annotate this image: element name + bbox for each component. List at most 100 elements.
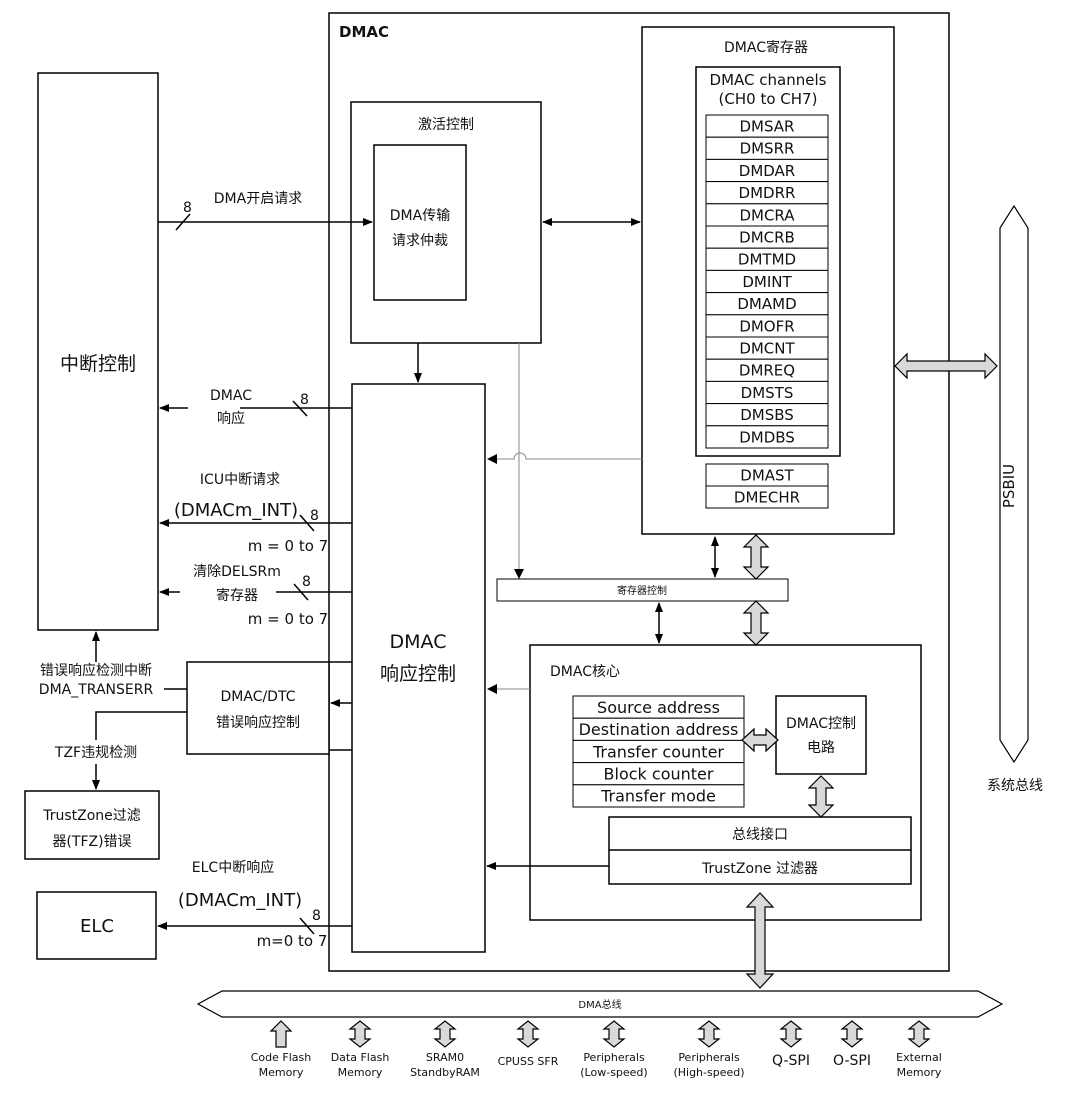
svg-text:Transfer mode: Transfer mode: [600, 787, 716, 806]
register-dmsbs: DMSBS: [705, 403, 829, 427]
bus-width-label: 8: [302, 574, 311, 590]
regctrl-core-fat-arrow: [742, 600, 770, 646]
svg-text:DMAST: DMAST: [740, 466, 794, 484]
elc-label: ELC: [80, 916, 114, 937]
svg-text:Memory: Memory: [897, 1066, 942, 1079]
svg-text:DMOFR: DMOFR: [739, 317, 794, 335]
svg-text:DMSTS: DMSTS: [741, 384, 794, 402]
psbiu-bus: [999, 204, 1029, 764]
svg-text:Transfer counter: Transfer counter: [592, 742, 724, 761]
bus-width-label: 8: [310, 508, 319, 524]
svg-text:StandbyRAM: StandbyRAM: [410, 1066, 480, 1079]
dma-bus-label: DMA总线: [578, 998, 621, 1011]
register-dmdar: DMDAR: [705, 158, 829, 183]
svg-text:Block counter: Block counter: [604, 764, 714, 783]
core-item-transfer-mode: Transfer mode: [572, 784, 745, 808]
dma-bus: [196, 990, 1004, 1018]
bus-width-label: 8: [183, 200, 192, 216]
interrupt-controller-box: [37, 72, 159, 631]
psbiu-label: PSBIU: [1000, 464, 1018, 508]
svg-text:DMINT: DMINT: [742, 273, 792, 291]
register-dmcrb: DMCRB: [705, 225, 829, 249]
error-interrupt-label-1: 错误响应检测中断: [40, 662, 152, 679]
register-control-box: [496, 578, 789, 602]
channels-title-1: DMAC channels: [710, 71, 827, 89]
svg-text:Source address: Source address: [597, 698, 720, 717]
bus-slash: [299, 917, 315, 935]
bus-target-4: CPUSS SFR: [498, 1020, 559, 1068]
register-dmofr: DMOFR: [705, 314, 829, 338]
tfz-error-label-2: 器(TFZ)错误: [52, 834, 131, 850]
register-dmsar: DMSAR: [705, 114, 829, 138]
error-interrupt-label-2: DMA_TRANSERR: [39, 682, 154, 698]
svg-text:External: External: [896, 1051, 942, 1064]
response-control-label-1: DMAC: [390, 631, 447, 653]
ctrl-busif-fat-arrow: [807, 775, 835, 818]
svg-text:Peripherals: Peripherals: [583, 1051, 645, 1064]
core-ctrl-fat-arrow: [741, 727, 779, 753]
registers-psbiu-fat-arrow: [894, 352, 998, 380]
elc-box: [36, 891, 157, 960]
response-control-box: [351, 383, 486, 953]
bus-slash: [175, 213, 191, 231]
svg-text:Code Flash: Code Flash: [251, 1051, 312, 1064]
channels-title-2: (CH0 to CH7): [719, 90, 818, 108]
core-item-transfer-counter: Transfer counter: [572, 739, 745, 764]
register-dmtmd: DMTMD: [705, 247, 829, 271]
trustzone-filter-label: TrustZone 过滤器: [701, 861, 818, 877]
bus-target-6: Peripherals(High-speed): [673, 1020, 745, 1079]
register-dmcnt: DMCNT: [705, 336, 829, 360]
error-response-control-label-2: 错误响应控制: [216, 714, 300, 731]
dmac-registers-title: DMAC寄存器: [724, 39, 808, 56]
register-control-label: 寄存器控制: [617, 584, 667, 597]
svg-text:Destination address: Destination address: [579, 720, 739, 739]
error-response-control-box: [186, 661, 330, 755]
dmac-ctrl-circuit-label-2: 电路: [807, 740, 835, 756]
elc-dmacm-int-label: (DMACm_INT): [178, 890, 302, 911]
bus-interface-label: 总线接口: [732, 826, 788, 843]
bus-slash: [299, 514, 315, 532]
channel-register-list: DMSARDMSRRDMDARDMDRRDMCRADMCRBDMTMDDMINT…: [705, 114, 829, 449]
register-dmint: DMINT: [705, 269, 829, 294]
icu-request-label: ICU中断请求: [200, 472, 280, 488]
dmac-core-title: DMAC核心: [550, 664, 620, 680]
clear-delsr-label-2: 寄存器: [216, 587, 258, 604]
m-range-label: m = 0 to 7: [248, 537, 328, 555]
svg-text:CPUSS SFR: CPUSS SFR: [498, 1055, 559, 1068]
svg-text:O-SPI: O-SPI: [833, 1053, 871, 1069]
bus-slash: [292, 400, 308, 417]
arbiter-label-2: 请求仲裁: [392, 233, 448, 249]
bus-width-label: 8: [300, 392, 309, 408]
tfz-error-box: [24, 790, 160, 860]
dma-start-request-label: DMA开启请求: [214, 191, 302, 207]
registers-regctrl-fat-arrow: [742, 534, 770, 580]
svg-text:DMSBS: DMSBS: [740, 406, 794, 424]
dmac-response-label-1: DMAC: [210, 388, 252, 404]
svg-text:SRAM0: SRAM0: [426, 1051, 464, 1064]
register-dmamd: DMAMD: [705, 292, 829, 316]
registers-to-response-line: [497, 452, 642, 460]
system-bus-caption: 系统总线: [987, 778, 1043, 794]
core-item-block-counter: Block counter: [572, 762, 745, 786]
core-item-destination-address: Destination address: [572, 717, 745, 741]
register-dmechr: DMECHR: [705, 485, 829, 509]
m-range-compact-label: m=0 to 7: [257, 932, 328, 950]
register-dmdrr: DMDRR: [705, 181, 829, 205]
elc-response-label: ELC中断响应: [192, 859, 274, 876]
arbiter-label-1: DMA传输: [390, 208, 450, 224]
svg-text:Data Flash: Data Flash: [331, 1051, 390, 1064]
svg-text:DMCRB: DMCRB: [739, 229, 795, 247]
register-dmreq: DMREQ: [705, 358, 829, 382]
bus-target-8: O-SPI: [833, 1020, 871, 1069]
svg-text:DMDAR: DMDAR: [739, 162, 795, 180]
svg-text:DMDRR: DMDRR: [739, 184, 796, 202]
tfz-error-label-1: TrustZone过滤: [42, 808, 141, 824]
svg-text:DMCNT: DMCNT: [739, 340, 795, 358]
response-control-label-2: 响应控制: [380, 663, 456, 685]
tzf-violation-label: TZF违规检测: [54, 745, 137, 761]
